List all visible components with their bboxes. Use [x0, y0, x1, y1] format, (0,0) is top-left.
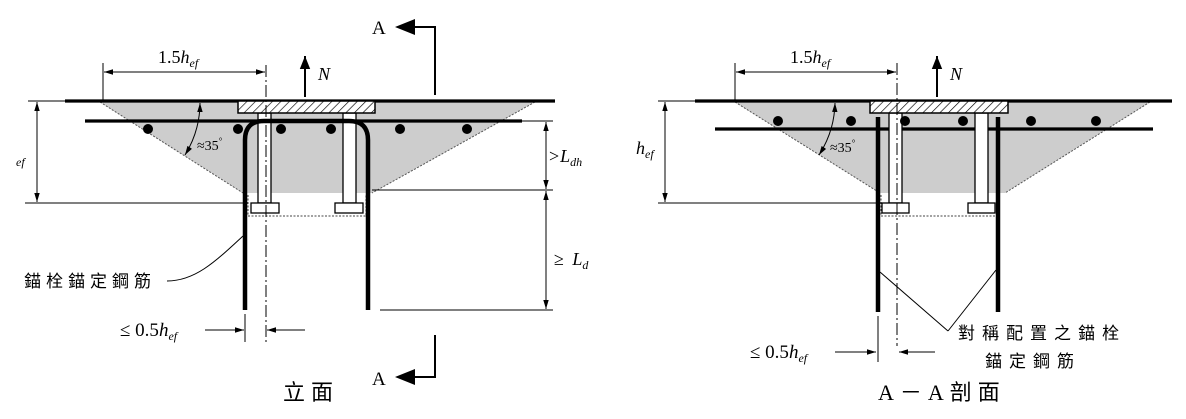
section-mark-bottom-line [414, 335, 436, 378]
bar-offset-symbol: h [789, 342, 799, 363]
bar-offset-label: ≤ 0.5hef [750, 342, 809, 365]
bar-label: 錨栓錨定鋼筋 [24, 272, 156, 291]
rebar-dot [773, 116, 783, 126]
cone-width-subscript: ef [822, 56, 832, 70]
rebar-dot [1091, 116, 1101, 126]
hook-length-symbol: L [559, 146, 570, 166]
cone-width-symbol: h [181, 47, 190, 67]
rebar-dot [276, 124, 286, 134]
anchor-stud-right [974, 112, 989, 204]
cone-angle-arc [818, 102, 838, 156]
breakout-cone [100, 102, 535, 193]
section-mark-top-line [414, 26, 436, 95]
load-label: N [317, 64, 331, 84]
development-length-operator: ≥ [554, 249, 568, 269]
stud-head-left [881, 202, 910, 214]
rebar-dot [462, 124, 472, 134]
anchor-stud-left [257, 112, 272, 204]
cone-width-subscript: ef [190, 56, 200, 70]
rebar-dot [143, 124, 153, 134]
cone-angle-label: ≈35° [830, 138, 856, 156]
section-caption: A－A剖面 [878, 380, 1006, 405]
rebar-dot [326, 124, 336, 134]
cone-bottom-outline [247, 195, 367, 217]
bar-offset-symbol: h [159, 320, 169, 341]
breakout-cone [735, 102, 1150, 193]
cone-width-symbol: h [813, 47, 822, 67]
rebar-dot [1026, 116, 1036, 126]
hook-length-label: >Ldh [549, 146, 582, 169]
bar-label-leader-left [879, 271, 949, 332]
rebar-dot [900, 116, 910, 126]
bar-offset-subscript: ef [168, 329, 178, 343]
cone-edge-left [99, 101, 244, 194]
embed-depth-label: hef [636, 138, 655, 161]
hook-length-subscript: dh [570, 155, 582, 169]
cone-angle-label: ≈35° [197, 136, 223, 154]
bar-label-line1: 對稱配置之錨栓 [958, 324, 1126, 343]
bar-offset-label: ≤ 0.5hef [120, 320, 179, 343]
stud-head-left [250, 202, 280, 214]
embed-depth-label-fragment: ef [16, 155, 26, 169]
cone-edge-right [371, 101, 536, 194]
elevation-view: N 1.5hef ef ≈35° >Ldh ≥ Ld 錨栓錨定鋼筋 ≤ 0.5h… [16, 18, 589, 405]
cone-angle-value: ≈35 [830, 141, 852, 156]
hook-length-operator: > [549, 146, 559, 166]
bar-offset-operator: ≤ 0.5 [120, 320, 159, 341]
hairpin-anchor-bar [242, 118, 371, 310]
section-arrow-bottom [395, 369, 415, 385]
elevation-caption: 立面 [283, 380, 339, 405]
cone-angle-unit: ° [852, 138, 856, 148]
rebar-dot [395, 124, 405, 134]
rebar-dots [773, 116, 1101, 126]
rebar-dots [143, 124, 472, 134]
cone-width-coef: 1.5 [158, 47, 181, 67]
cone-width-label: 1.5hef [790, 47, 832, 70]
anchor-stud-left [888, 112, 903, 204]
bar-offset-operator: ≤ 0.5 [750, 342, 789, 363]
section-arrow-top [395, 19, 415, 35]
cone-edge-left [734, 101, 881, 194]
embed-depth-subscript: ef [645, 147, 655, 161]
development-length-label: ≥ Ld [554, 249, 589, 272]
cone-edge-right [1004, 101, 1151, 194]
cone-angle-unit: ° [219, 136, 223, 146]
rebar-dot [846, 116, 856, 126]
bar-label-line2: 錨定鋼筋 [985, 352, 1081, 371]
rebar-dot [233, 124, 243, 134]
cone-width-label: 1.5hef [158, 47, 200, 70]
stud-head-right [967, 202, 996, 214]
development-length-symbol: L [571, 249, 582, 269]
base-plate [237, 100, 376, 114]
section-mark-bottom: A [372, 369, 386, 390]
cone-angle-arc [184, 102, 203, 156]
section-view: N 1.5hef hef ≈35° 對稱配置之錨栓 錨定鋼筋 ≤ 0.5hef … [636, 47, 1172, 405]
base-plate [869, 100, 1009, 114]
rebar-dot [958, 116, 968, 126]
anchor-stud-right [342, 112, 357, 204]
bar-offset-subscript: ef [798, 351, 808, 365]
bar-label-leader-right [947, 269, 997, 332]
section-mark-top: A [372, 18, 386, 39]
stud-head-right [334, 202, 364, 214]
cone-angle-value: ≈35 [197, 139, 219, 154]
bar-label-leader [166, 235, 244, 282]
embed-depth-symbol: h [636, 138, 645, 158]
load-label: N [949, 64, 963, 84]
development-length-subscript: d [582, 258, 589, 272]
cone-width-coef: 1.5 [790, 47, 813, 67]
